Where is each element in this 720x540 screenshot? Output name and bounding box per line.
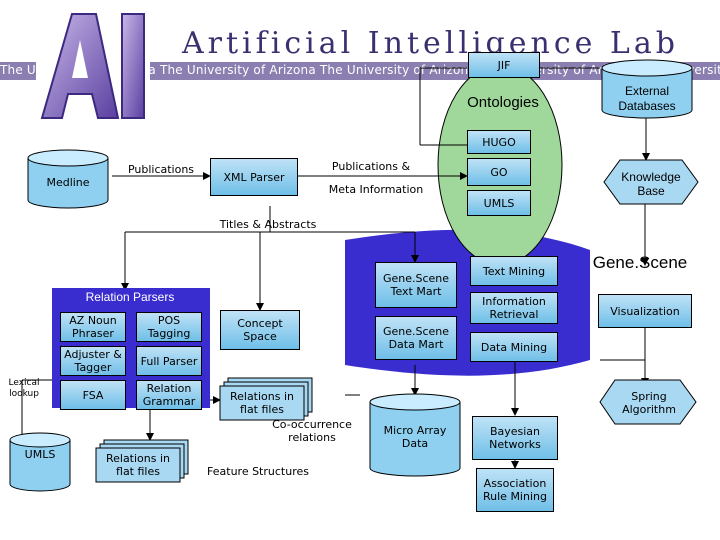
xml-parser-box: XML Parser [210,158,298,196]
ontologies-label: Ontologies [467,94,539,111]
pos-tagging-box: POS Tagging [136,312,202,342]
external-databases-label: External Databases [618,84,676,113]
genescene-brand: Gene.Scene [592,253,688,272]
relations-flat-files-mid: Relations in flat files [229,390,295,416]
feature-structures-label: Feature Structures [207,465,309,478]
adjuster-tagger-box: Adjuster & Tagger [60,346,126,376]
bayesian-networks-box: Bayesian Networks [472,416,558,460]
data-mining-box: Data Mining [470,332,558,362]
titles-abstracts-label: Titles & Abstracts [219,218,317,231]
relation-grammar-box: Relation Grammar [136,380,202,410]
fsa-box: FSA [60,380,126,410]
spring-algorithm-label: Spring Algorithm [622,390,676,416]
concept-space-box: Concept Space [220,310,300,350]
genescene-text-mart-box: Gene.Scene Text Mart [375,262,457,308]
publications-meta-line1: Publications & [331,160,411,173]
medline-label: Medline [46,176,90,189]
ai-logo [36,8,150,122]
university-text: The University of Arizona The University… [0,63,720,77]
relations-flat-files-left: Relations in flat files [105,452,171,478]
university-strip [0,62,720,80]
visualization-box: Visualization [598,294,692,328]
genescene-data-mart-box: Gene.Scene Data Mart [375,316,457,360]
hugo-box: HUGO [467,130,531,154]
information-retrieval-box: Information Retrieval [470,292,558,324]
umls-top-box: UMLS [467,190,531,216]
publications-meta-line2: Meta Information [328,183,424,196]
go-box: GO [467,158,531,186]
knowledge-base-label: Knowledge Base [621,170,681,198]
jif-box: JIF [468,52,540,78]
publications-label: Publications [127,163,195,176]
text-mining-box: Text Mining [470,256,558,286]
microarray-label: Micro Array Data [383,424,447,450]
az-noun-phraser-box: AZ Noun Phraser [60,312,126,342]
cooccurrence-label: Co-occurrence relations [272,418,352,444]
relation-parsers-title: Relation Parsers [85,290,175,304]
association-rule-mining-box: Association Rule Mining [476,468,554,512]
lab-title: Artificial Intelligence Lab [182,26,679,61]
umls-left-label: UMLS [24,448,56,461]
lexical-lookup-label: Lexical lookup [8,378,40,399]
full-parser-box: Full Parser [136,346,202,376]
